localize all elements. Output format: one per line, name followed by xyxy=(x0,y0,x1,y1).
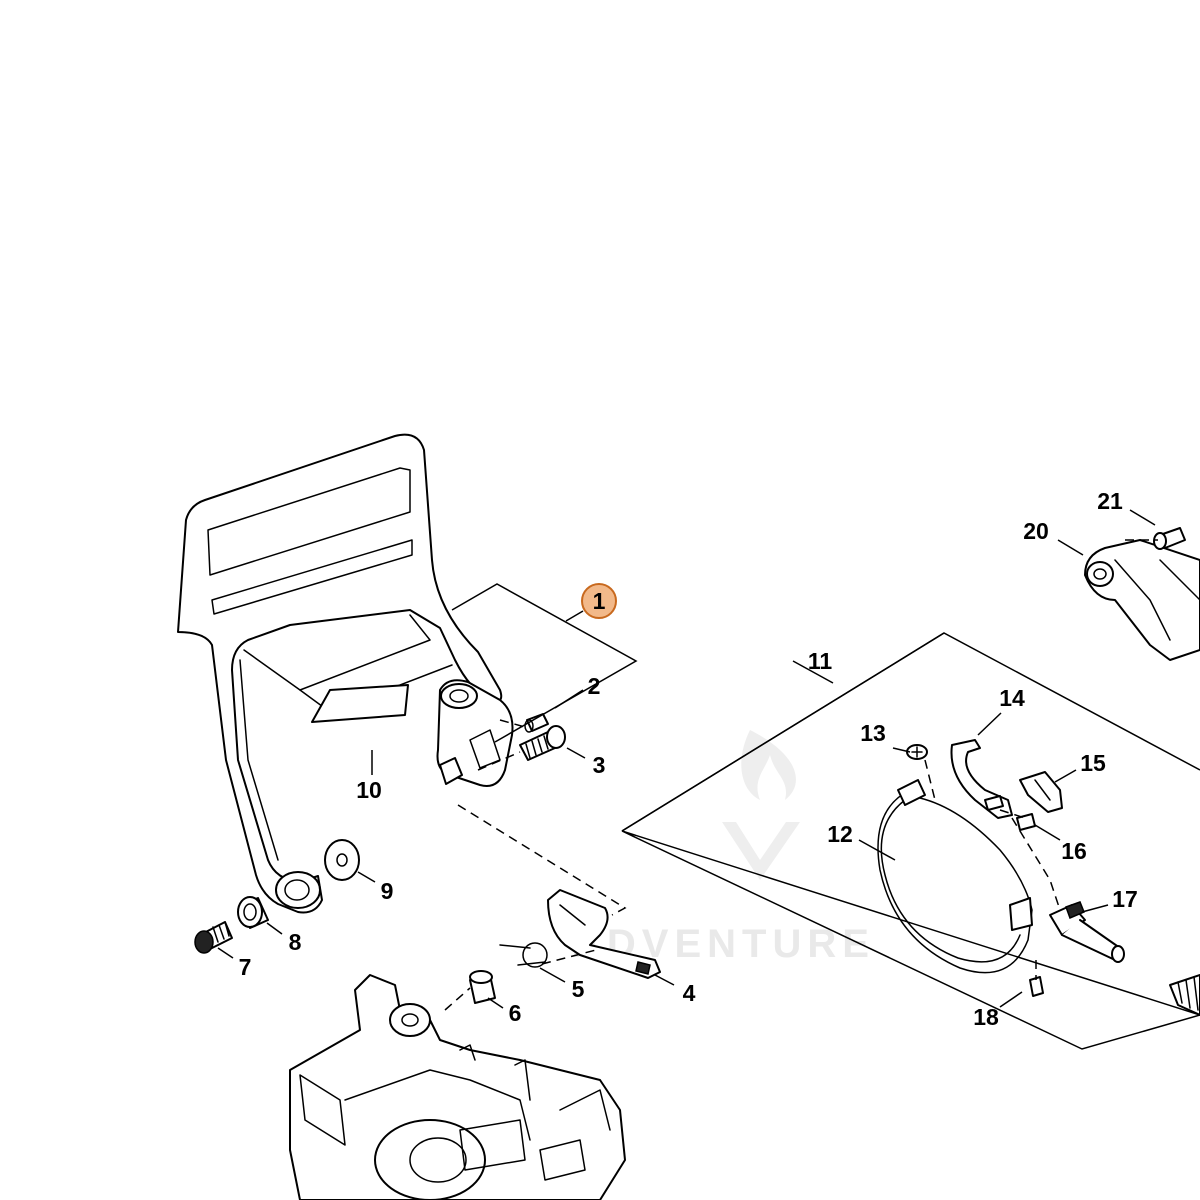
spring-part-5 xyxy=(499,942,548,968)
callout-9[interactable]: 9 xyxy=(381,878,394,904)
handle-pivot-boss xyxy=(275,871,321,909)
group-box-11 xyxy=(621,632,1200,1050)
brake-lever-assembly xyxy=(436,679,514,787)
callout-4[interactable]: 4 xyxy=(683,980,696,1006)
pin-part-2 xyxy=(524,713,549,733)
callout-20[interactable]: 20 xyxy=(1023,518,1049,544)
decal xyxy=(311,684,409,723)
screw-part-21 xyxy=(1153,527,1186,550)
cover-part-20 xyxy=(1084,539,1200,661)
callout-1-highlight[interactable] xyxy=(581,583,617,619)
callout-2[interactable]: 2 xyxy=(588,673,601,699)
callout-21[interactable]: 21 xyxy=(1097,488,1123,514)
callout-12[interactable]: 12 xyxy=(827,821,853,847)
assembly-dash-lines xyxy=(444,539,1158,1011)
screw-part-7 xyxy=(194,921,233,954)
callout-18[interactable]: 18 xyxy=(973,1004,999,1030)
callout-14[interactable]: 14 xyxy=(999,685,1025,711)
callout-6[interactable]: 6 xyxy=(509,1000,522,1026)
callout-5[interactable]: 5 xyxy=(572,976,585,1002)
callout-1[interactable]: 1 xyxy=(593,588,606,614)
callout-7[interactable]: 7 xyxy=(239,954,252,980)
watermark: ADVENTURE xyxy=(572,730,869,966)
callout-17[interactable]: 17 xyxy=(1112,886,1138,912)
leader-lines xyxy=(217,509,1156,1009)
callout-11[interactable]: 11 xyxy=(808,648,833,674)
screw-part-13 xyxy=(906,744,928,760)
crankcase xyxy=(289,974,626,1200)
callout-16[interactable]: 16 xyxy=(1061,838,1087,864)
callout-3[interactable]: 3 xyxy=(593,752,606,778)
screw-part-3 xyxy=(519,725,566,761)
callout-8[interactable]: 8 xyxy=(289,929,302,955)
bushing-part-8 xyxy=(237,896,269,929)
pins-part-16 xyxy=(984,795,1036,831)
spring-right-edge xyxy=(1169,974,1200,1016)
chain-brake-handle[interactable] xyxy=(177,433,503,914)
callout-13[interactable]: 13 xyxy=(860,720,886,746)
callout-10[interactable]: 10 xyxy=(356,777,382,803)
bolt-part-17 xyxy=(1049,901,1125,963)
sleeve-part-6 xyxy=(469,970,496,1004)
lever-part-4 xyxy=(547,889,661,979)
brake-band-part-12 xyxy=(877,779,1033,974)
washer-part-9 xyxy=(324,839,360,881)
link-part-15 xyxy=(1019,771,1063,813)
callout-labels: 1 2 3 4 5 6 7 8 9 10 11 12 13 14 15 16 1… xyxy=(239,488,1138,1030)
callout-15[interactable]: 15 xyxy=(1080,750,1106,776)
